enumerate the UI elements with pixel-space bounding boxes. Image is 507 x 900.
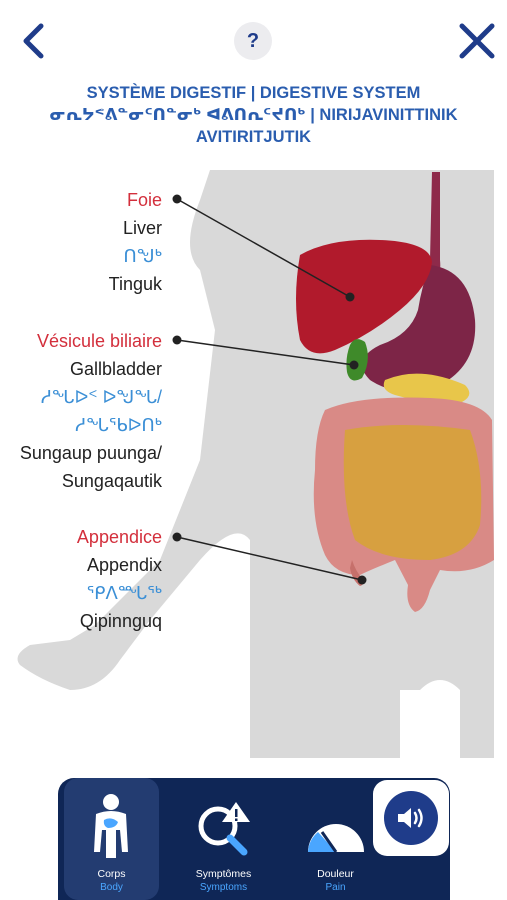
- pancreas: [383, 373, 470, 403]
- nav-item-pain[interactable]: Douleur Pain: [288, 778, 383, 900]
- top-bar: ?: [0, 0, 507, 80]
- gallbladder-label-iu-1: ᓱᖓᐅᑉ ᐅᖑᖓ/: [40, 387, 162, 407]
- page-title: SYSTÈME DIGESTIF | DIGESTIVE SYSTEM ᓂᕆᔭᕝ…: [20, 82, 487, 148]
- close-button[interactable]: [454, 18, 500, 64]
- body-icon: [94, 794, 128, 858]
- gallbladder-label-group[interactable]: Vésicule biliaire Gallbladder ᓱᖓᐅᑉ ᐅᖑᖓ/ …: [6, 327, 162, 495]
- back-button[interactable]: [14, 18, 54, 64]
- symptoms-search-icon: [198, 802, 250, 856]
- small-intestine: [343, 425, 482, 560]
- nav-item-symptoms[interactable]: Symptômes Symptoms: [176, 778, 271, 900]
- speaker-icon: [398, 808, 423, 828]
- title-line-2: ᓂᕆᔭᕝᕕᓐᓂᑦᑎᓐᓂᒃ ᐊᕕᑎᕆᑦᔪᑎᒃ | NIRIJAVINITTINIK: [49, 106, 458, 124]
- gallbladder: [346, 339, 368, 381]
- title-line-3: AVITIRITJUTIK: [195, 128, 312, 146]
- appendix-label-en: Appendix: [86, 555, 162, 575]
- appendix-label-iu: ᕿᐱᙵᖅ: [86, 583, 162, 603]
- help-label: ?: [246, 29, 260, 52]
- nav-sub-pain: Pain: [325, 882, 346, 893]
- appendix-label-group[interactable]: Appendice Appendix ᕿᐱᙵᖅ Qipinnguq: [40, 523, 162, 635]
- liver-pointer: [176, 198, 351, 298]
- liver-label-iu: ᑎᖑᒃ: [123, 246, 162, 266]
- appendix-label-fr: Appendice: [76, 527, 162, 547]
- sound-button-circle: [384, 791, 438, 845]
- gallbladder-label-fr: Vésicule biliaire: [36, 331, 162, 351]
- close-icon: [459, 23, 495, 59]
- appendix-label-rom: Qipinnguq: [79, 611, 162, 631]
- nav-label-symptoms: Symptômes: [195, 868, 252, 880]
- liver-label-rom: Tinguk: [108, 274, 162, 294]
- gallbladder-label-en: Gallbladder: [69, 359, 162, 379]
- nav-item-body[interactable]: Corps Body: [64, 778, 159, 900]
- gallbladder-pointer: [176, 339, 355, 366]
- stomach: [362, 265, 476, 392]
- gallbladder-label-rom-2: Sungaqautik: [61, 471, 162, 491]
- pain-gauge-icon: [308, 824, 364, 853]
- chevron-left-icon: [23, 23, 44, 59]
- help-button[interactable]: ?: [234, 22, 272, 60]
- nav-label-pain: Douleur: [317, 868, 354, 880]
- liver-label-group[interactable]: Foie Liver ᑎᖑᒃ Tinguk: [40, 186, 162, 298]
- nav-sub-symptoms: Symptoms: [199, 882, 248, 893]
- gallbladder-label-rom-1: Sungaup puunga/: [19, 443, 162, 463]
- nav-sub-body: Body: [100, 882, 123, 893]
- liver: [296, 239, 432, 354]
- digestive-system-illustration: [17, 170, 495, 758]
- sound-button[interactable]: [373, 780, 449, 856]
- nav-label-body: Corps: [97, 868, 126, 880]
- title-line-1: SYSTÈME DIGESTIF | DIGESTIVE SYSTEM: [86, 84, 421, 102]
- appendix-pointer: [176, 536, 363, 581]
- gallbladder-label-iu-2: ᓱᖓᖃᐅᑎᒃ: [75, 415, 162, 435]
- liver-label-fr: Foie: [126, 190, 162, 210]
- liver-label-en: Liver: [122, 218, 162, 238]
